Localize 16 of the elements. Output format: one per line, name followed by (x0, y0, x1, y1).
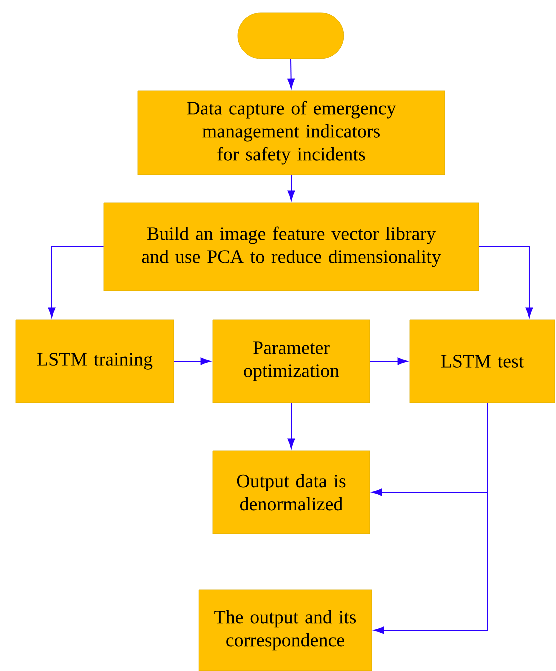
arrow (370, 358, 408, 366)
arrow (374, 402, 488, 634)
arrow (174, 358, 211, 366)
process-box: Build an image feature vector library and use PCA to reduce dimensionality (104, 202, 480, 292)
arrow (288, 402, 296, 449)
process-box: Data capture of emergency management indicators for safety incidents (138, 90, 446, 176)
arrow (48, 246, 104, 318)
process-box: LSTM test (410, 320, 556, 404)
process-box: Parameter optimization (212, 320, 370, 404)
arrow (288, 174, 296, 201)
process-box: LSTM training (16, 320, 174, 404)
process-box: The output and its correspondence (198, 590, 372, 671)
terminal-shape (238, 12, 344, 60)
arrow (288, 58, 295, 89)
process-box: Output data is denormalized (212, 450, 370, 534)
arrow (478, 246, 534, 318)
